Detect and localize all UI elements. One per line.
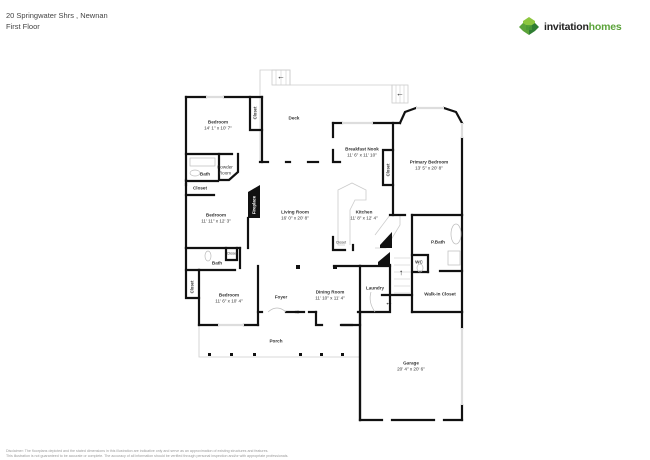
left-arrow-icon: ← bbox=[385, 298, 393, 307]
room-closet-mid: Closet bbox=[192, 185, 208, 191]
room-closet-kitchen: Closet bbox=[335, 240, 347, 245]
brand-logo: invitationhomes bbox=[518, 16, 622, 38]
room-walk-in-closet: Walk-in Closet bbox=[424, 291, 456, 297]
room-porch: Porch bbox=[269, 338, 283, 344]
room-bath-lower: Bath bbox=[211, 260, 223, 266]
room-bath-upper: Bath bbox=[199, 171, 211, 177]
left-arrow-icon: ← bbox=[277, 72, 285, 81]
room-closet-nw: Closet bbox=[252, 106, 258, 120]
room-laundry: Laundry bbox=[365, 285, 385, 291]
room-fireplace: Fireplace bbox=[251, 195, 257, 215]
room-powder-room: Powder Room bbox=[217, 164, 233, 176]
invitation-homes-logo-icon bbox=[519, 17, 539, 35]
room-closet-bath: Closet bbox=[226, 251, 238, 256]
up-arrow-icon: ↑ bbox=[399, 268, 403, 277]
room-closet-sw: Closet bbox=[189, 280, 195, 294]
property-address: 20 Springwater Shrs , Newnan bbox=[6, 11, 108, 20]
room-foyer: Foyer bbox=[274, 294, 288, 300]
disclaimer: Disclaimer: The floorplans depicted and … bbox=[6, 449, 289, 458]
brand-name: invitationhomes bbox=[544, 21, 622, 33]
property-header: 20 Springwater Shrs , Newnan First Floor bbox=[6, 10, 108, 32]
room-deck: Deck bbox=[288, 115, 300, 121]
room-closet-primary: Closet bbox=[385, 163, 391, 177]
left-arrow-icon: ← bbox=[396, 89, 404, 98]
floor-label: First Floor bbox=[6, 22, 40, 31]
room-pbath: P.Bath bbox=[431, 239, 445, 245]
room-wc: WC bbox=[415, 259, 423, 265]
